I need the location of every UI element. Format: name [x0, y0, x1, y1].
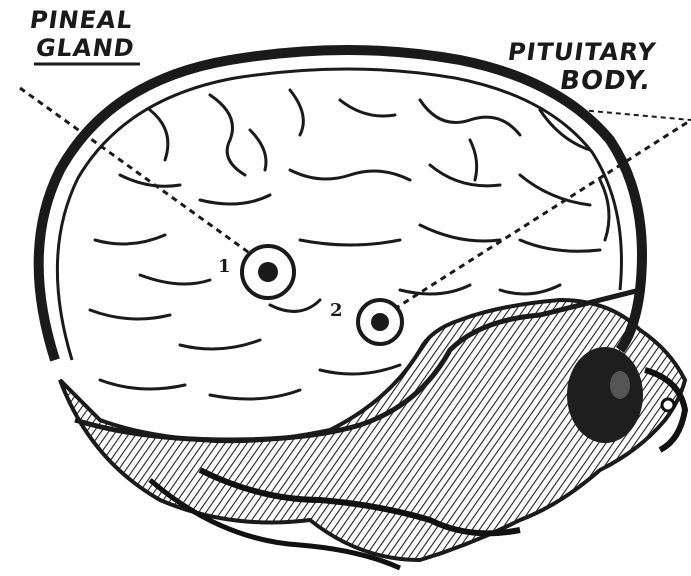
pituitary-label-line2: BODY. — [558, 68, 653, 94]
eye-socket-highlight — [610, 371, 630, 399]
marker-number-2: 2 — [330, 300, 343, 321]
pituitary-body-marker — [358, 300, 402, 344]
pineal-label-line2: GLAND — [34, 36, 136, 60]
pituitary-pointer-line-b — [580, 110, 691, 120]
pineal-gland-marker — [242, 246, 294, 298]
nasal-dot — [662, 399, 674, 411]
eye-socket — [567, 347, 643, 443]
marker-number-1: 1 — [218, 256, 231, 277]
pineal-label-line1: PINEAL — [28, 8, 134, 32]
pituitary-label-line1: PITUITARY — [506, 40, 657, 64]
